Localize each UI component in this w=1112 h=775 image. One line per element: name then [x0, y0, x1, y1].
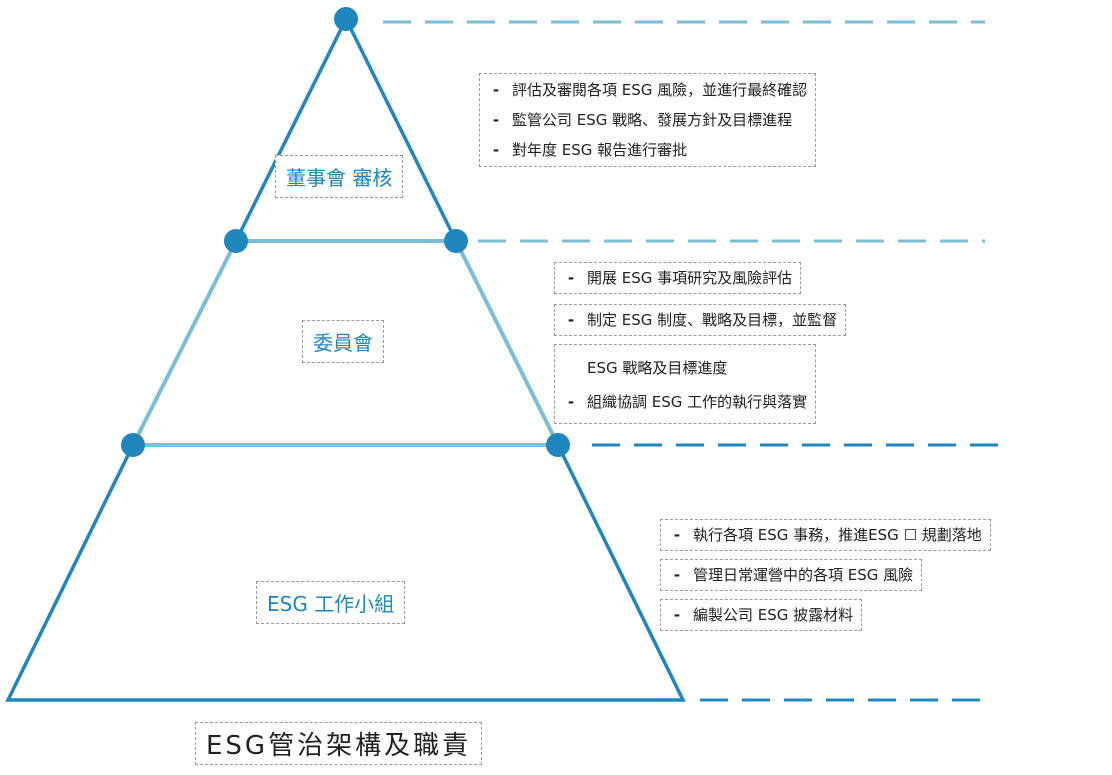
responsibility-item: 制定 ESG 制度、戰略及目標，並監督: [587, 311, 838, 329]
diagram-title: ESG管治架構及職責: [195, 722, 483, 765]
responsibility-item: 評估及審閱各項 ESG 風險，並進行最終確認: [512, 81, 808, 99]
responsibility-item: 開展 ESG 事項研究及風險評估: [587, 269, 793, 287]
vertex-dot-middle-right: [546, 433, 570, 457]
vertex-dot-upper-left: [224, 229, 248, 253]
bullet-dash: -: [567, 393, 575, 411]
responsibility-box-working-1: -執行各項 ESG 事務，推進ESG ☐ 規劃落地: [660, 519, 991, 551]
responsibility-item: 組織協調 ESG 工作的執行與落實: [587, 393, 808, 411]
responsibility-item: 管理日常運營中的各項 ESG 風險: [693, 566, 914, 584]
responsibility-box-working-3: -編製公司 ESG 披露材料: [660, 599, 863, 631]
bullet-dash: -: [492, 141, 500, 159]
tier-label-committee: 委員會: [302, 320, 384, 363]
tier-label-board: 董事會 審核: [275, 155, 404, 198]
bullet-dash: -: [567, 311, 575, 329]
bullet-dash: -: [492, 81, 500, 99]
pyramid-middle-right-edge: [454, 240, 560, 446]
responsibility-item: 執行各項 ESG 事務，推進ESG ☐ 規劃落地: [693, 526, 982, 544]
responsibility-box-committee-1: -開展 ESG 事項研究及風險評估: [554, 262, 802, 294]
vertex-dot-upper-right: [444, 229, 468, 253]
responsibility-box-committee-2: -制定 ESG 制度、戰略及目標，並監督: [554, 304, 847, 336]
bullet-dash: -: [673, 566, 681, 584]
vertex-dot-apex: [334, 7, 358, 31]
responsibility-item: 對年度 ESG 報告進行審批: [512, 141, 688, 159]
pyramid-top-section: [234, 15, 458, 242]
bullet-dash: -: [567, 269, 575, 287]
bullet-dash: -: [673, 526, 681, 544]
pyramid-middle-left-edge: [131, 240, 238, 446]
responsibility-box-committee-3: -ESG 戰略及目標進度 -組織協調 ESG 工作的執行與落實: [554, 344, 817, 424]
responsibility-item: 監管公司 ESG 戰略、發展方針及目標進程: [512, 111, 793, 129]
tier-label-working-group: ESG 工作小組: [256, 581, 406, 624]
responsibility-item: ESG 戰略及目標進度: [587, 359, 728, 377]
responsibility-box-board: -評估及審閱各項 ESG 風險，並進行最終確認 -監管公司 ESG 戰略、發展方…: [479, 73, 817, 167]
bullet-dash: -: [673, 606, 681, 624]
responsibility-box-working-2: -管理日常運營中的各項 ESG 風險: [660, 559, 923, 591]
bullet-dash: -: [492, 111, 500, 129]
vertex-dot-middle-left: [121, 433, 145, 457]
responsibility-item: 編製公司 ESG 披露材料: [693, 606, 854, 624]
pyramid-bottom-section: [5, 444, 686, 702]
